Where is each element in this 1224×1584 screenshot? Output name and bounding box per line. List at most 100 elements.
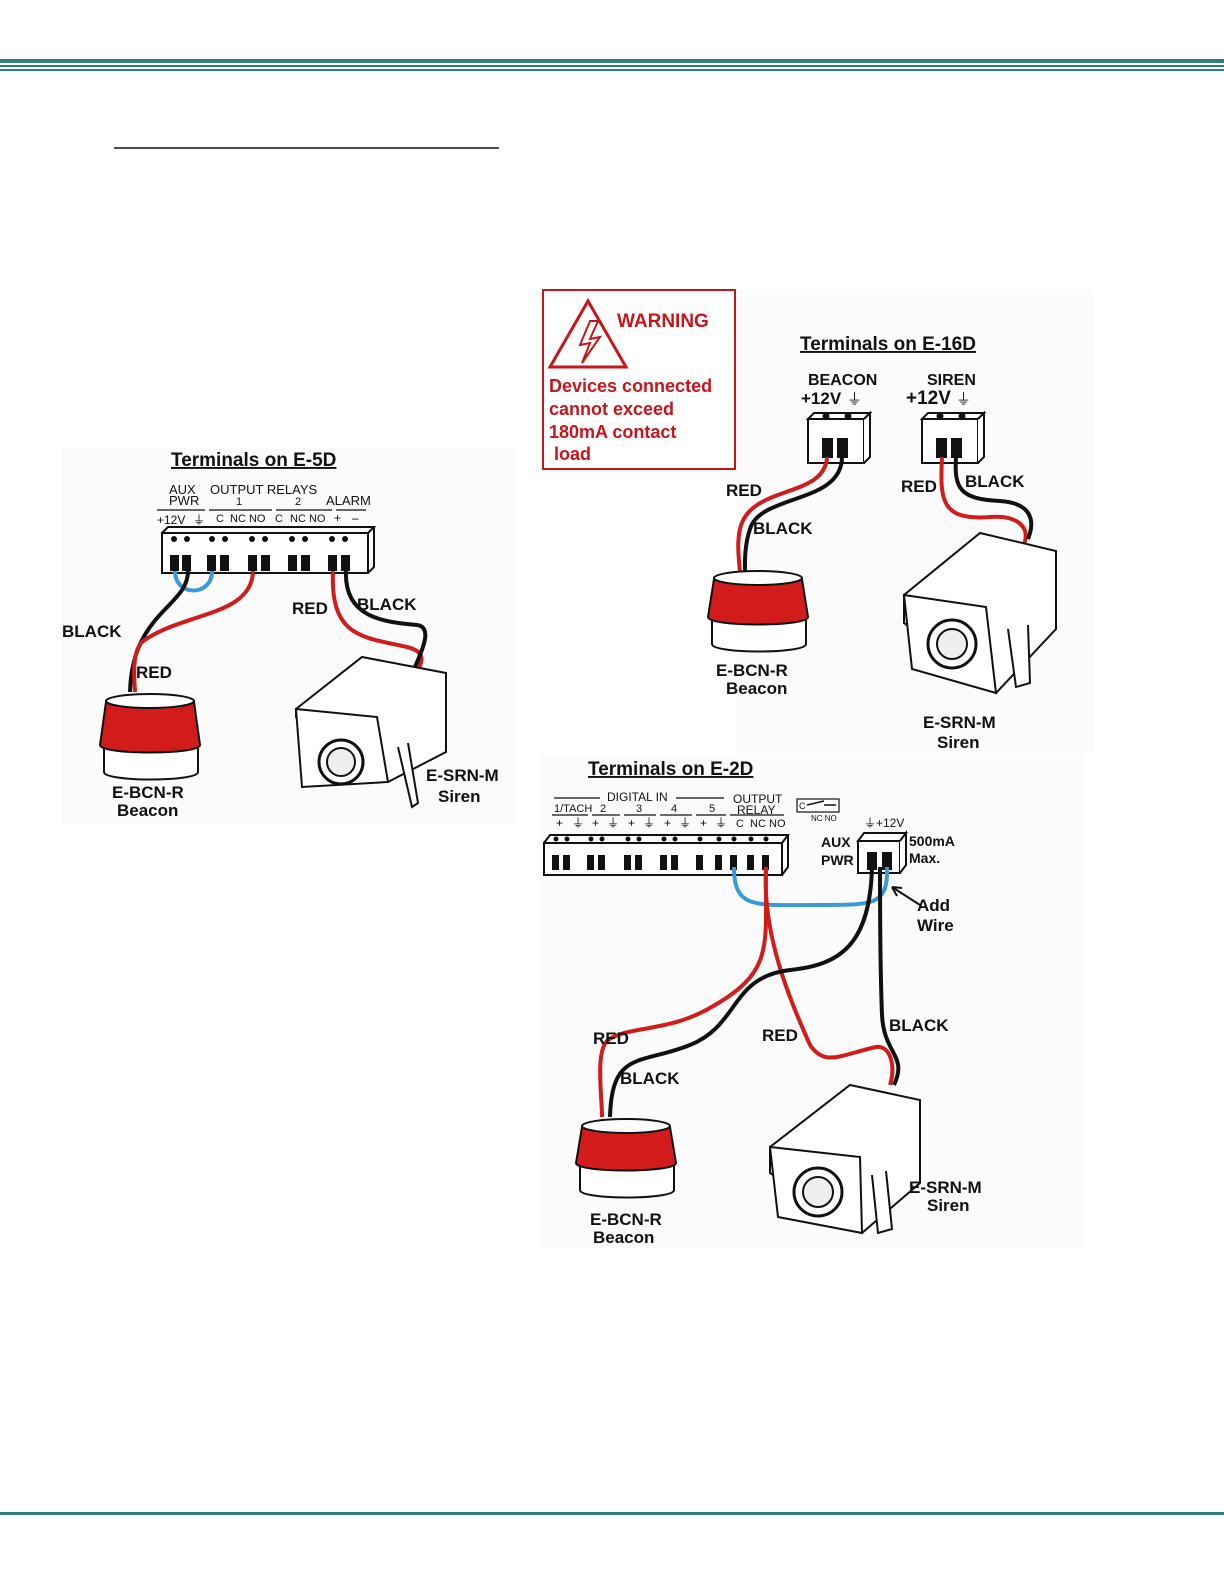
- e5d-c2-label: C: [275, 513, 283, 525]
- header-rule-thin: [0, 65, 1224, 67]
- e16d-red-right-label: RED: [901, 477, 937, 496]
- e16d-beacon-model: E-BCN-R: [716, 661, 788, 680]
- e16d-siren-terminal: [919, 410, 987, 464]
- e2d-beacon-red-wire: [598, 866, 769, 1118]
- e5d-c1-label: C: [216, 513, 224, 525]
- e2d-gnd-4: ⏚: [679, 816, 691, 830]
- e5d-title: Terminals on E-5D: [171, 450, 336, 471]
- e2d-siren-name: Siren: [927, 1196, 970, 1215]
- e2d-c-nc-no-label: C NC NO: [736, 818, 786, 830]
- e5d-red-left-label: RED: [136, 663, 172, 682]
- e2d-gnd-2: ⏚: [607, 816, 619, 830]
- e5d-12v-label: +12V: [157, 513, 185, 527]
- e5d-siren-icon: [294, 655, 447, 809]
- e16d-beacon-12v: +12V: [801, 389, 842, 408]
- e2d-plus-1: +: [556, 816, 563, 830]
- e2d-plus-3: +: [628, 816, 635, 830]
- e2d-relay-label: RELAY: [737, 803, 775, 817]
- e16d-siren-label: SIREN: [927, 372, 976, 389]
- e2d-gnd-3: ⏚: [643, 816, 655, 830]
- e2d-n3-label: 3: [636, 803, 642, 815]
- e2d-beacon-name: Beacon: [593, 1228, 654, 1247]
- e2d-n5-label: 5: [709, 803, 715, 815]
- e2d-red-mid-label: RED: [762, 1026, 798, 1045]
- e2d-title: Terminals on E-2D: [588, 759, 753, 780]
- e2d-blue-added-wire: [732, 866, 890, 908]
- e16d-title: Terminals on E-16D: [800, 334, 976, 355]
- e5d-black-right-label: BLACK: [357, 595, 417, 614]
- e5d-alarm-label: ALARM: [326, 493, 371, 508]
- e2d-relay-contact-icon: C NC NO: [796, 798, 840, 823]
- e5d-output-relays-label: OUTPUT RELAYS: [210, 482, 317, 497]
- warning-line-1: Devices connected: [549, 376, 712, 396]
- e16d-siren-black-wire: [953, 456, 1034, 540]
- e5d-terminal-screws: [170, 536, 350, 571]
- e5d-diagram: Terminals on E-5D AUX PWR OUTPUT RELAYS …: [62, 450, 499, 820]
- e5d-siren-name: Siren: [438, 787, 481, 806]
- e2d-siren-icon: [768, 1083, 921, 1235]
- footer-rule: [0, 1512, 1224, 1515]
- e5d-relay2-label: 2: [295, 496, 301, 508]
- header-rule-bottom: [0, 69, 1224, 71]
- e5d-ncno2-label: NC NO: [290, 513, 326, 525]
- e2d-tach-label: 1/TACH: [554, 803, 592, 815]
- e5d-ground-label: ⏚: [193, 513, 205, 527]
- e2d-relay-icon-nc-no: NC NO: [811, 814, 837, 823]
- e16d-black-right-label: BLACK: [965, 472, 1025, 491]
- e2d-plus-5: +: [700, 816, 707, 830]
- e16d-beacon-label: BEACON: [808, 372, 877, 389]
- warning-line-2: cannot exceed: [549, 399, 674, 419]
- e2d-gnd-1: ⏚: [572, 816, 584, 830]
- e5d-beacon-icon: [98, 693, 202, 781]
- e2d-terminal-screws: [552, 836, 769, 870]
- e2d-digital-in-label: DIGITAL IN: [607, 790, 668, 804]
- e5d-beacon-name: Beacon: [117, 801, 178, 820]
- e2d-max-label: Max.: [909, 850, 940, 866]
- e16d-diagram: Terminals on E-16D BEACON +12V ⏚ SIREN +…: [706, 334, 1057, 752]
- warning-line-4: load: [554, 444, 591, 464]
- warning-line-3: 180mA contact: [549, 422, 676, 442]
- e5d-pwr-label: PWR: [169, 493, 199, 508]
- e2d-diagram: Terminals on E-2D DIGITAL IN 1/TACH 2 3 …: [543, 759, 982, 1247]
- e2d-n2-label: 2: [600, 803, 606, 815]
- e16d-beacon-name: Beacon: [726, 679, 787, 698]
- e16d-siren-red-wire: [939, 456, 1028, 545]
- e2d-n4-label: 4: [671, 803, 677, 815]
- e5d-red-right-label: RED: [292, 599, 328, 618]
- e5d-aux-label: AUX: [169, 482, 196, 497]
- e2d-ground-12v-label: ⏚+12V: [864, 816, 904, 830]
- e2d-500ma-label: 500mA: [909, 833, 955, 849]
- e2d-beacon-model: E-BCN-R: [590, 1210, 662, 1229]
- e5d-siren-black-wire: [343, 570, 428, 670]
- e2d-output-label: OUTPUT: [733, 792, 783, 806]
- e2d-siren-black-wire: [878, 866, 901, 1086]
- e2d-add-label: Add: [917, 896, 950, 915]
- header-rule: [0, 59, 1224, 63]
- e2d-siren-red-wire: [763, 866, 895, 1086]
- e16d-beacon-terminal: [805, 410, 873, 464]
- e2d-pwr-label: PWR: [821, 852, 854, 868]
- e2d-beacon-black-wire: [608, 866, 874, 1118]
- e16d-siren-12v: +12V: [906, 388, 951, 409]
- e5d-relay1-label: 1: [236, 496, 242, 508]
- e16d-siren-model: E-SRN-M: [923, 713, 996, 732]
- e5d-beacon-red-wire: [132, 570, 255, 693]
- e2d-black-left-label: BLACK: [620, 1069, 680, 1088]
- e5d-siren-red-wire: [330, 570, 424, 673]
- e2d-plus-4: +: [664, 816, 671, 830]
- e16d-black-left-label: BLACK: [753, 519, 813, 538]
- e5d-black-left-label: BLACK: [62, 622, 122, 641]
- e5d-alarm-plus-label: +: [334, 511, 341, 525]
- e2d-beacon-icon: [574, 1118, 678, 1199]
- e16d-siren-icon: [902, 531, 1057, 695]
- e16d-beacon-icon: [706, 570, 810, 653]
- e16d-beacon-black-wire: [742, 456, 844, 575]
- e2d-aux-label: AUX: [821, 834, 851, 850]
- e16d-beacon-ground: ⏚: [847, 391, 862, 408]
- e16d-siren-ground: ⏚: [956, 391, 971, 408]
- e5d-beacon-model: E-BCN-R: [112, 783, 184, 802]
- e2d-black-right-label: BLACK: [889, 1016, 949, 1035]
- e2d-polarity-labels: + ⏚ + ⏚ + ⏚ + ⏚ + ⏚: [556, 816, 727, 830]
- section-title-underline: [114, 147, 499, 149]
- e16d-beacon-red-wire: [736, 456, 829, 575]
